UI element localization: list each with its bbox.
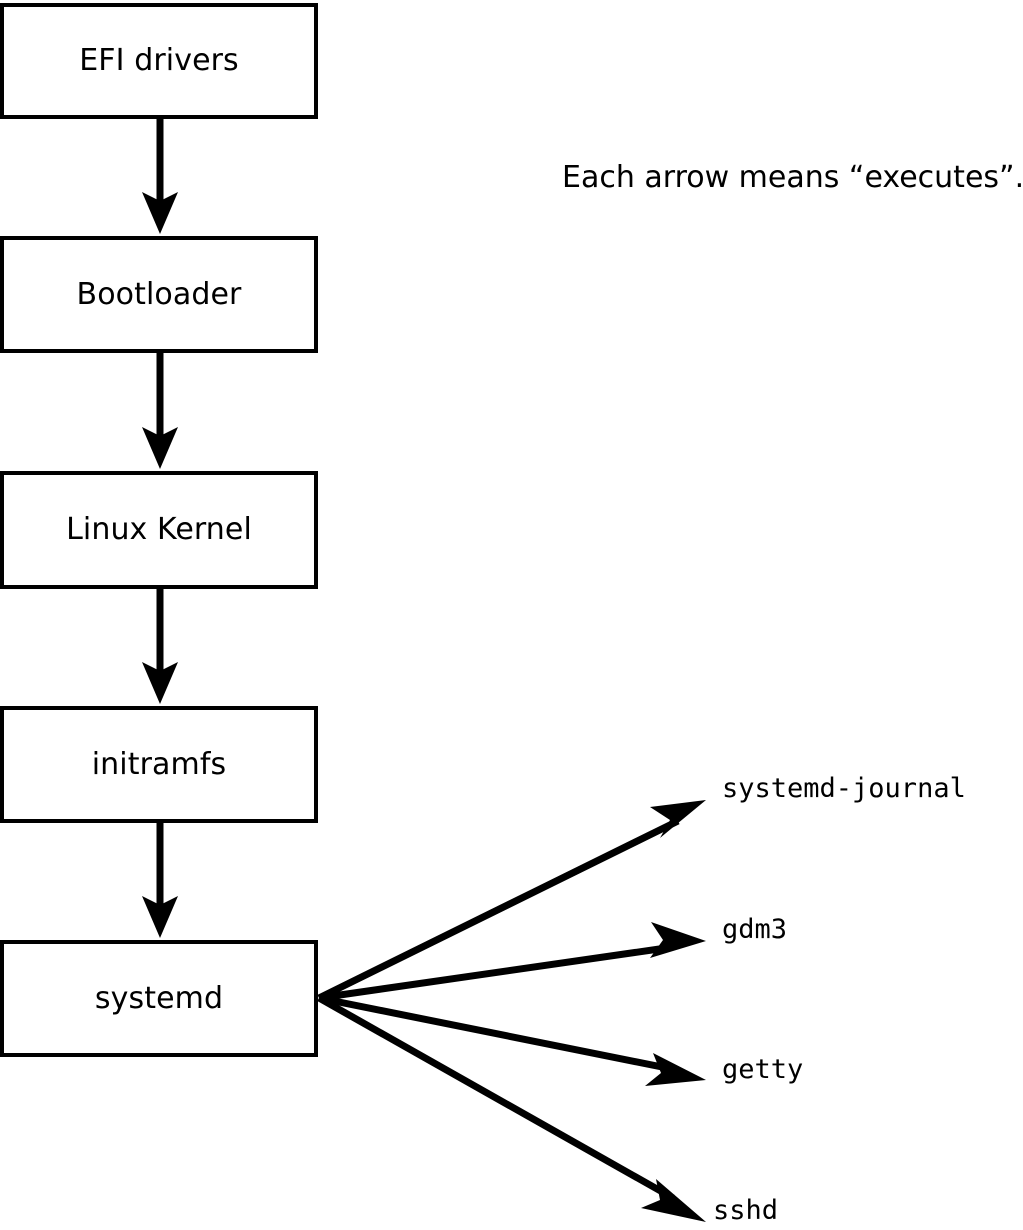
node-label-initramfs: initramfs (91, 746, 227, 782)
legend-caption: Each arrow means “executes”. (562, 160, 1023, 195)
service-label-sshd: sshd (713, 1195, 779, 1226)
arrow-efi-to-bootloader (142, 119, 178, 234)
arrow-initramfs-to-systemd (142, 823, 178, 938)
node-label-linux-kernel: Linux Kernel (66, 512, 252, 547)
arrow-bootloader-to-kernel (142, 353, 178, 469)
arrow-systemd-to-systemd-journal (317, 800, 706, 1002)
arrow-systemd-to-getty (318, 994, 706, 1086)
service-label-gdm3: gdm3 (722, 914, 788, 945)
node-systemd: systemd (0, 940, 318, 1057)
node-efi-drivers: EFI drivers (0, 3, 318, 119)
arrow-systemd-to-sshd (317, 994, 706, 1222)
arrow-kernel-to-initramfs (142, 589, 178, 704)
service-label-getty: getty (722, 1054, 804, 1085)
node-label-efi-drivers: EFI drivers (79, 43, 239, 78)
service-label-systemd-journal: systemd-journal (722, 773, 966, 804)
node-linux-kernel: Linux Kernel (0, 471, 318, 589)
node-bootloader: Bootloader (0, 236, 318, 353)
node-initramfs: initramfs (0, 706, 318, 823)
node-label-bootloader: Bootloader (76, 276, 242, 312)
arrow-systemd-to-gdm3 (318, 922, 706, 1002)
node-label-systemd: systemd (94, 980, 224, 1016)
